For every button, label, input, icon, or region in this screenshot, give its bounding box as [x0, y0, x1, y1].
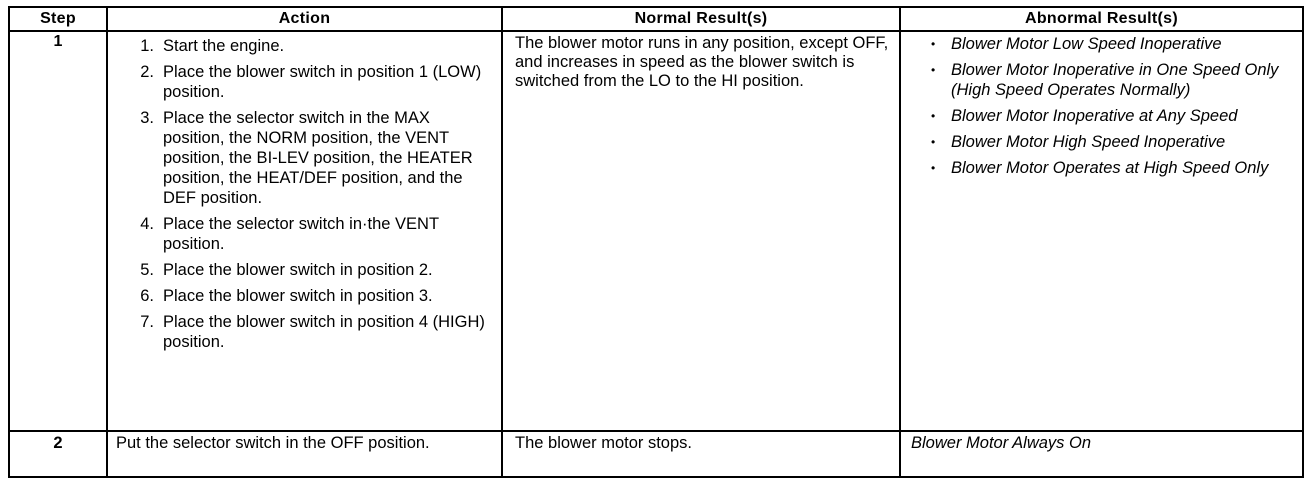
abnormal-result-item: • Blower Motor Operates at High Speed On…	[931, 158, 1294, 178]
abnormal-result-text: Blower Motor Inoperative in One Speed On…	[951, 61, 1279, 99]
action-text: Place the selector switch in the MAX pos…	[163, 109, 473, 207]
abnormal-result-item: • Blower Motor Low Speed Inoperative	[931, 34, 1294, 54]
abnormal-result-text: Blower Motor High Speed Inoperative	[951, 133, 1226, 151]
action-number: 7.	[140, 313, 154, 331]
table-body: 1 1. Start the engine. 2. Place the blow…	[8, 30, 1304, 478]
action-text: Start the engine.	[163, 37, 285, 55]
action-item: 4. Place the selector switch in·the VENT…	[122, 214, 493, 254]
abnormal-result-text: Blower Motor Always On	[899, 430, 1304, 478]
action-item: 3. Place the selector switch in the MAX …	[122, 108, 493, 208]
header-action: Action	[106, 6, 503, 32]
action-item: 6. Place the blower switch in position 3…	[122, 286, 493, 306]
action-number: 1.	[140, 37, 154, 55]
bullet-icon: •	[931, 63, 936, 77]
table-row: 2 Put the selector switch in the OFF pos…	[8, 430, 1304, 478]
normal-result: The blower motor runs in any position, e…	[501, 30, 901, 432]
action-text: Place the selector switch in·the VENT po…	[163, 215, 439, 253]
abnormal-result-cell: • Blower Motor Low Speed Inoperative • B…	[899, 30, 1304, 432]
action-text: Place the blower switch in position 2.	[163, 261, 433, 279]
normal-result: The blower motor stops.	[501, 430, 901, 478]
header-row: Step Action Normal Result(s) Abnormal Re…	[8, 6, 1304, 32]
bullet-icon: •	[931, 135, 936, 149]
action-item: 5. Place the blower switch in position 2…	[122, 260, 493, 280]
action-number: 5.	[140, 261, 154, 279]
bullet-icon: •	[931, 109, 936, 123]
abnormal-result-item: • Blower Motor Inoperative in One Speed …	[931, 60, 1294, 100]
action-number: 4.	[140, 215, 154, 233]
abnormal-result-list: • Blower Motor Low Speed Inoperative • B…	[931, 34, 1294, 178]
action-number: 6.	[140, 287, 154, 305]
abnormal-result-text: Blower Motor Low Speed Inoperative	[951, 35, 1222, 53]
action-item: 1. Start the engine.	[122, 36, 493, 56]
action-text: Place the blower switch in position 4 (H…	[163, 313, 485, 351]
abnormal-result-item: • Blower Motor Inoperative at Any Speed	[931, 106, 1294, 126]
action-item: 7. Place the blower switch in position 4…	[122, 312, 493, 352]
action-list: 1. Start the engine. 2. Place the blower…	[122, 36, 493, 352]
header-step: Step	[8, 6, 108, 32]
table-row: 1 1. Start the engine. 2. Place the blow…	[8, 30, 1304, 432]
diagnostic-table: Step Action Normal Result(s) Abnormal Re…	[8, 6, 1304, 478]
action-text: Place the blower switch in position 3.	[163, 287, 433, 305]
action-cell: 1. Start the engine. 2. Place the blower…	[106, 30, 503, 432]
action-text: Place the blower switch in position 1 (L…	[163, 63, 482, 101]
abnormal-result-item: • Blower Motor High Speed Inoperative	[931, 132, 1294, 152]
header-abnormal-results: Abnormal Result(s)	[899, 6, 1304, 32]
abnormal-result-text: Blower Motor Operates at High Speed Only	[951, 159, 1269, 177]
action-number: 2.	[140, 63, 154, 81]
abnormal-result-text: Blower Motor Inoperative at Any Speed	[951, 107, 1238, 125]
step-number: 2	[8, 430, 108, 478]
action-number: 3.	[140, 109, 154, 127]
action-text: Put the selector switch in the OFF posit…	[106, 430, 503, 478]
table-header: Step Action Normal Result(s) Abnormal Re…	[8, 6, 1304, 32]
step-number: 1	[8, 30, 108, 432]
bullet-icon: •	[931, 161, 936, 175]
header-normal-results: Normal Result(s)	[501, 6, 901, 32]
bullet-icon: •	[931, 37, 936, 51]
action-item: 2. Place the blower switch in position 1…	[122, 62, 493, 102]
